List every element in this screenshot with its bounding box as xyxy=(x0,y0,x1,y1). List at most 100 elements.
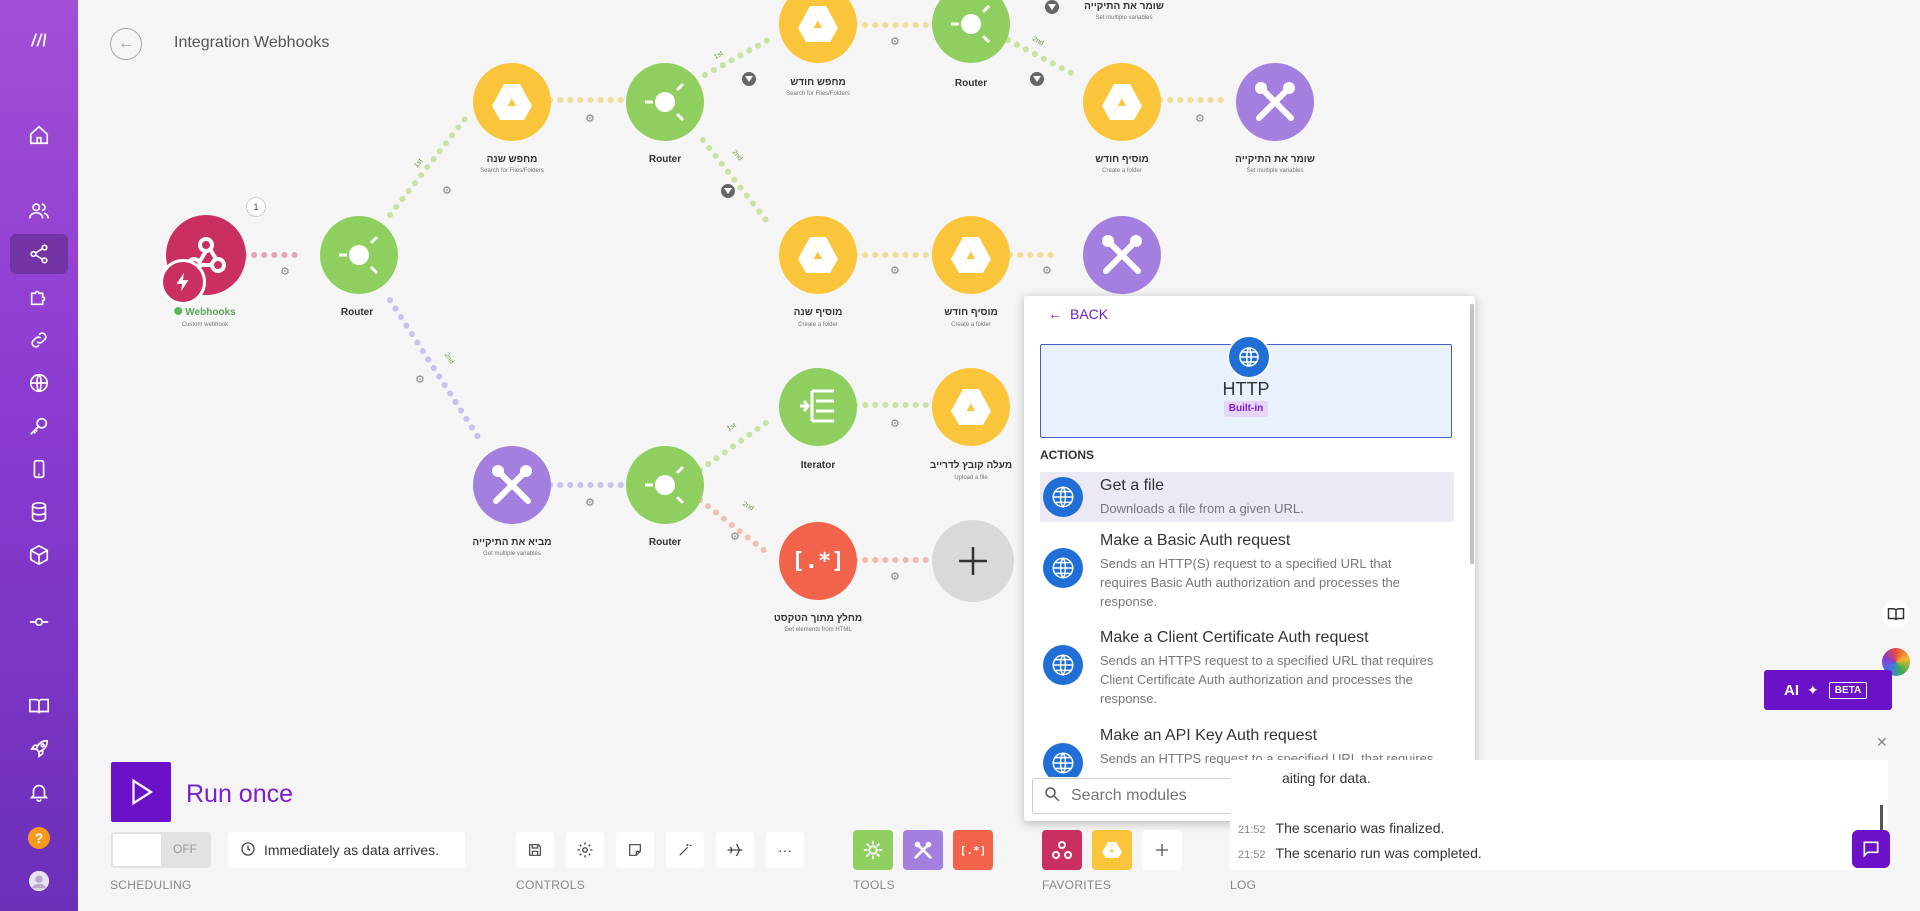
add-favorite-button[interactable] xyxy=(1142,830,1182,870)
drive-node[interactable] xyxy=(779,0,857,63)
iterator-node[interactable] xyxy=(779,368,857,446)
bundle-badge[interactable]: 1 xyxy=(246,197,266,217)
router-node[interactable] xyxy=(626,446,704,524)
close-log-icon[interactable]: ✕ xyxy=(1876,734,1888,750)
tools-label: TOOLS xyxy=(853,878,895,892)
filter-icon[interactable] xyxy=(1030,72,1044,86)
router-node[interactable] xyxy=(626,63,704,141)
puzzle-icon[interactable] xyxy=(10,277,68,317)
back-button[interactable]: ← xyxy=(110,28,142,60)
cube-icon[interactable] xyxy=(10,535,68,575)
mobile-icon[interactable] xyxy=(10,449,68,489)
drive-node[interactable] xyxy=(473,63,551,141)
add-module-node[interactable] xyxy=(932,520,1014,602)
wrench-icon[interactable]: ⚙ xyxy=(585,497,595,509)
wrench-icon[interactable]: ⚙ xyxy=(890,571,900,583)
share-icon[interactable] xyxy=(10,234,68,274)
action-client-cert-auth[interactable]: Make a Client Certificate Auth request S… xyxy=(1040,629,1454,717)
drive-node[interactable] xyxy=(1083,63,1161,141)
drive-node[interactable] xyxy=(779,216,857,294)
wrench-icon[interactable]: ⚙ xyxy=(890,265,900,277)
explain-flow-button[interactable] xyxy=(716,832,754,868)
router-node[interactable] xyxy=(320,216,398,294)
tools-node[interactable] xyxy=(473,446,551,524)
settings-button[interactable] xyxy=(566,832,604,868)
book-icon[interactable] xyxy=(1882,600,1910,628)
favorite-google-drive[interactable] xyxy=(1092,830,1132,870)
auto-align-button[interactable] xyxy=(666,832,704,868)
book-icon[interactable] xyxy=(10,686,68,726)
make-logo-icon[interactable] xyxy=(10,20,68,60)
filter-icon[interactable] xyxy=(742,72,756,86)
controls-label: CONTROLS xyxy=(516,878,586,892)
tools-icon xyxy=(1102,235,1142,274)
commit-icon[interactable] xyxy=(10,602,68,642)
schedule-setting[interactable]: Immediately as data arrives. xyxy=(228,832,465,868)
save-button[interactable] xyxy=(516,832,554,868)
more-button[interactable]: ··· xyxy=(766,832,804,868)
panel-back-label: BACK xyxy=(1070,306,1109,322)
link-icon[interactable] xyxy=(10,320,68,360)
wrench-icon[interactable]: ⚙ xyxy=(1195,113,1205,125)
action-get-a-file[interactable]: Get a file Downloads a file from a given… xyxy=(1040,472,1454,522)
help-icon[interactable]: ? xyxy=(10,818,68,858)
key-icon[interactable] xyxy=(10,406,68,446)
database-icon[interactable] xyxy=(10,492,68,532)
scheduling-toggle[interactable]: OFF xyxy=(111,832,211,868)
wrench-icon[interactable]: ⚙ xyxy=(585,113,595,125)
node-label: Router xyxy=(648,154,682,165)
flow-control-tool[interactable] xyxy=(853,830,893,870)
action-basic-auth[interactable]: Make a Basic Auth request Sends an HTTP(… xyxy=(1040,532,1454,620)
filter-icon[interactable] xyxy=(721,184,735,198)
chat-help-button[interactable] xyxy=(1852,830,1890,868)
text-parser-tool[interactable]: [.*] xyxy=(953,830,993,870)
log-entry: aiting for data. xyxy=(1282,770,1371,786)
users-icon[interactable] xyxy=(10,191,68,231)
action-desc: Downloads a file from a given URL. xyxy=(1100,501,1304,516)
wrench-icon[interactable]: ⚙ xyxy=(415,374,425,386)
avatar-icon[interactable] xyxy=(10,861,68,901)
node-label: Router xyxy=(340,307,374,318)
globe-icon[interactable] xyxy=(10,363,68,403)
run-once-button[interactable] xyxy=(111,762,171,822)
search-icon xyxy=(1043,785,1061,808)
run-once-label[interactable]: Run once xyxy=(186,780,294,808)
node-sublabel: Get elements from HTML xyxy=(784,627,852,633)
wrench-icon[interactable]: ⚙ xyxy=(730,531,740,543)
node-label: מחפש שנה xyxy=(486,154,538,165)
globe-icon xyxy=(1043,548,1083,588)
sidebar: ? xyxy=(0,0,78,911)
save-icon xyxy=(529,844,541,856)
wrench-icon[interactable]: ⚙ xyxy=(442,185,452,197)
home-icon[interactable] xyxy=(10,115,68,155)
wrench-icon[interactable]: ⚙ xyxy=(1042,265,1052,277)
wrench-icon[interactable]: ⚙ xyxy=(890,418,900,430)
filter-icon[interactable] xyxy=(1045,0,1059,14)
http-app-card[interactable]: HTTP Built-in xyxy=(1040,335,1452,438)
favorite-webhooks[interactable] xyxy=(1042,830,1082,870)
sparkle-icon: ✦ xyxy=(1807,681,1819,698)
tools-tool[interactable] xyxy=(903,830,943,870)
chat-icon xyxy=(1863,841,1879,858)
ai-assistant-button[interactable]: AI ✦ BETA xyxy=(1764,670,1892,710)
rocket-icon[interactable] xyxy=(10,729,68,769)
notes-button[interactable] xyxy=(616,832,654,868)
router-node[interactable] xyxy=(932,0,1010,63)
panel-scrollbar[interactable] xyxy=(1470,304,1474,564)
arrow-left-icon: ← xyxy=(1048,306,1062,322)
bell-icon[interactable] xyxy=(10,772,68,812)
drive-node[interactable] xyxy=(932,368,1010,446)
tools-node[interactable] xyxy=(1236,63,1314,141)
tools-node[interactable] xyxy=(1083,216,1161,294)
drive-node[interactable] xyxy=(932,216,1010,294)
svg-text:[.*]: [.*] xyxy=(961,844,985,857)
wrench-icon[interactable]: ⚙ xyxy=(890,36,900,48)
action-title: Make a Client Certificate Auth request xyxy=(1100,629,1369,646)
scenario-title[interactable]: Integration Webhooks xyxy=(174,34,330,51)
node-sublabel: Set multiple variables xyxy=(1246,168,1304,174)
panel-back-button[interactable]: ← BACK xyxy=(1048,306,1108,322)
regex-node[interactable]: [.*] xyxy=(779,522,857,600)
globe-icon xyxy=(1227,335,1271,379)
wrench-icon[interactable]: ⚙ xyxy=(280,266,290,278)
